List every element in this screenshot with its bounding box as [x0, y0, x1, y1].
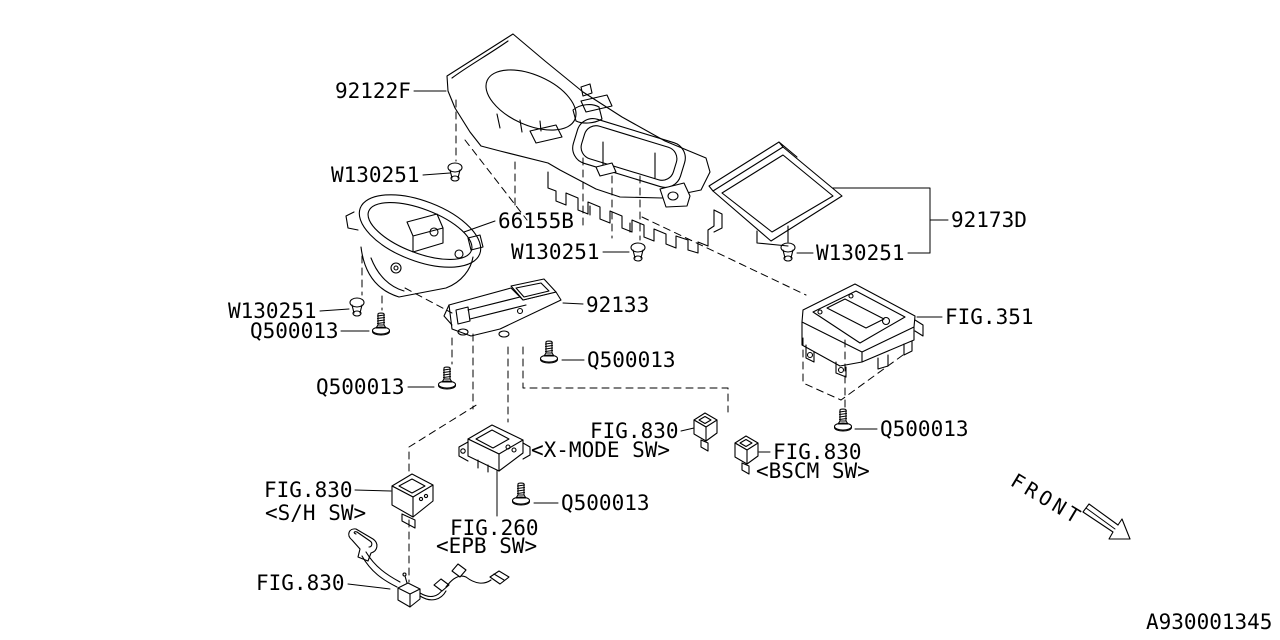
- label-fig830-harness: FIG.830: [256, 571, 345, 595]
- label-q500013-mid: Q500013: [587, 348, 676, 372]
- clip-w130251-mid: [630, 242, 646, 262]
- label-sh-sw: <S/H SW>: [265, 501, 367, 525]
- part-xmode-switch: [693, 412, 718, 452]
- clip-w130251-top: [447, 162, 463, 182]
- screw-q500013-lower-left: [437, 366, 457, 390]
- label-q500013-right: Q500013: [880, 417, 969, 441]
- part-92173d-tray: [708, 141, 843, 247]
- part-fig351-shift-indicator: [801, 283, 924, 378]
- label-drawing-code: A930001345: [1146, 610, 1273, 634]
- part-bscm-switch: [734, 435, 759, 475]
- label-q500013-lower-left: Q500013: [316, 375, 405, 399]
- part-console-lower-frame: [547, 162, 723, 254]
- label-w130251-tray: W130251: [816, 241, 905, 265]
- label-bscm-sw: <BSCM SW>: [756, 459, 870, 483]
- label-xmode-sw: <X-MODE SW>: [531, 438, 671, 462]
- label-q500013-left: Q500013: [250, 319, 339, 343]
- screw-q500013-left: [371, 312, 391, 336]
- screw-q500013-epb: [511, 482, 531, 506]
- screw-q500013-mid: [539, 340, 559, 364]
- label-66155b: 66155B: [498, 209, 574, 233]
- part-92122f-console-panel: [446, 33, 711, 199]
- leader-lines: [319, 90, 949, 590]
- clip-w130251-left: [349, 297, 365, 317]
- screw-q500013-right: [833, 408, 853, 432]
- part-switch-harness: [348, 528, 510, 608]
- label-w130251-top: W130251: [331, 163, 420, 187]
- part-66155b-console-pocket: [345, 194, 484, 298]
- part-92133-bracket: [443, 278, 562, 338]
- label-w130251-mid: W130251: [511, 240, 600, 264]
- label-92122f: 92122F: [335, 79, 411, 103]
- assembly-dashed-lines: [361, 99, 904, 583]
- front-direction-arrow: [1082, 503, 1131, 540]
- part-sh-switch: [391, 473, 434, 529]
- label-fig351: FIG.351: [945, 305, 1034, 329]
- label-fig260: FIG.260: [450, 516, 539, 540]
- label-fig830-bscm: FIG.830: [773, 440, 862, 464]
- label-92133: 92133: [586, 293, 650, 317]
- label-92173d: 92173D: [951, 208, 1027, 232]
- label-epb-sw: <EPB SW>: [436, 534, 538, 558]
- label-w130251-left: W130251: [228, 299, 317, 323]
- label-fig830-sh: FIG.830: [264, 478, 353, 502]
- label-q500013-epb: Q500013: [561, 491, 650, 515]
- part-epb-switch: [458, 424, 531, 473]
- label-fig830-xmode: FIG.830: [590, 419, 679, 443]
